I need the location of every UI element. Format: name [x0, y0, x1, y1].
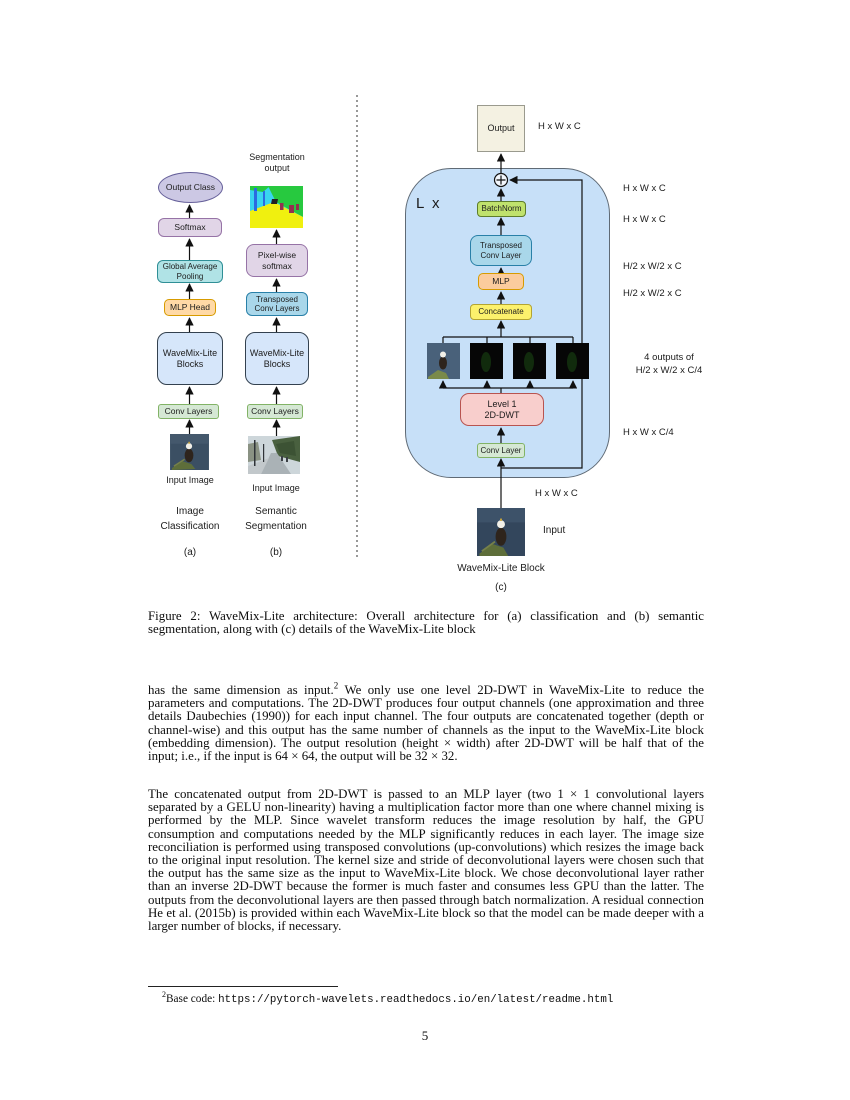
page-number: 5 — [421, 1028, 429, 1043]
node-mlp: MLP — [478, 273, 524, 290]
dim-label-after-add: H x W x C — [623, 183, 666, 194]
input-image-label-a: Input Image — [166, 475, 214, 485]
figure-2: Output Class Softmax Global Average Pool… — [0, 95, 850, 600]
paragraph-2: The concatenated output from 2D-DWT is p… — [148, 787, 704, 934]
dim-label-input: H x W x C — [535, 488, 578, 499]
footnote-marker: 2 — [333, 680, 339, 691]
node-conv-layers-b: Conv Layers — [247, 404, 303, 419]
dim-label-after-conv: H x W x C/4 — [623, 427, 674, 438]
panel-tag-a: (a) — [183, 547, 197, 558]
footnote-url-link[interactable]: https://pytorch-wavelets.readthedocs.io/… — [218, 993, 614, 1006]
panel-tag-c: (c) — [495, 582, 507, 593]
node-concatenate: Concatenate — [470, 304, 532, 320]
input-image-label-b: Input Image — [252, 483, 300, 493]
paragraph-1-rest: We only use one level 2D-DWT in WaveMix-… — [148, 683, 705, 764]
node-transposed-conv-layer: Transposed Conv Layer — [470, 235, 532, 266]
node-conv-layer-c: Conv Layer — [477, 443, 525, 458]
footnote: 2Base code: https://pytorch-wavelets.rea… — [148, 990, 708, 1006]
node-wavemix-blocks-a: WaveMix-Lite Blocks — [157, 332, 223, 385]
task-title-classification: Image Classification — [160, 506, 220, 532]
figure-caption: Figure 2: WaveMix-Lite architecture: Ove… — [148, 609, 704, 637]
node-mlp-head: MLP Head — [164, 299, 216, 316]
node-output: Output — [477, 105, 525, 152]
dim-label-after-transconv: H/2 x W/2 x C — [623, 261, 682, 272]
node-pixelwise-softmax: Pixel-wise softmax — [246, 244, 308, 277]
paragraph-1: has the same dimension as input.2 We onl… — [148, 680, 705, 764]
segmentation-output-label: Segmentation output — [249, 152, 305, 174]
input-label-c: Input — [543, 525, 566, 536]
dim-label-dwt-outputs: 4 outputs of H/2 x W/2 x C/4 — [635, 352, 703, 377]
dim-label-after-batchnorm: H x W x C — [623, 214, 666, 225]
segmentation-output-image — [250, 186, 303, 228]
dim-label-after-mlp: H/2 x W/2 x C — [623, 288, 682, 299]
input-image-c — [477, 508, 525, 556]
node-wavemix-blocks-b: WaveMix-Lite Blocks — [245, 332, 309, 385]
dwt-output-detail1-image — [470, 343, 503, 379]
footnote-number: 2 — [162, 990, 166, 999]
dim-label-output: H x W x C — [538, 121, 581, 132]
node-2d-dwt: Level 1 2D-DWT — [460, 393, 544, 426]
panel-tag-b: (b) — [269, 547, 283, 558]
dwt-output-approximation-image — [427, 343, 460, 379]
input-image-classification — [170, 434, 209, 470]
node-softmax: Softmax — [158, 218, 222, 237]
paragraph-1-text: has the same dimension as input. — [148, 683, 334, 697]
dwt-output-detail3-image — [556, 343, 589, 379]
dwt-output-detail2-image — [513, 343, 546, 379]
node-conv-layers-a: Conv Layers — [158, 404, 219, 419]
node-output-class: Output Class — [158, 172, 223, 203]
input-image-segmentation — [248, 436, 300, 474]
footnote-rule — [148, 986, 338, 987]
loop-count-label: L x — [416, 195, 442, 212]
node-transposed-conv-layers: Transposed Conv Layers — [246, 292, 308, 316]
wavemix-lite-block-label: WaveMix-Lite Block — [457, 563, 545, 574]
node-global-average-pooling: Global Average Pooling — [157, 260, 223, 283]
footnote-label: Base code: — [166, 992, 219, 1005]
task-title-segmentation: Semantic Segmentation — [245, 506, 307, 532]
node-batchnorm: BatchNorm — [477, 201, 526, 217]
